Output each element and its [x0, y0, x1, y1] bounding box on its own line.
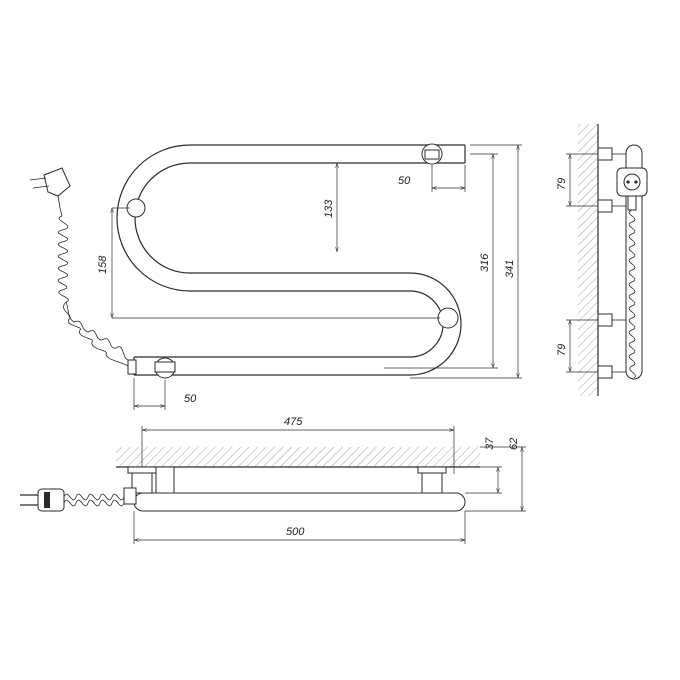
heater-cap [127, 359, 137, 375]
top-mount-center [155, 466, 175, 494]
side-flange-1 [597, 147, 613, 161]
dim-bend-gap-label: 133 [323, 199, 335, 218]
side-flange-4 [597, 365, 613, 379]
dim-height-outer-label: 341 [504, 260, 516, 278]
top-mount-right-flange [417, 466, 447, 474]
mount-flange-right [437, 307, 459, 329]
top-view: 475 500 37 [20, 416, 526, 544]
dim-depth-outer-label: 62 [508, 438, 520, 450]
side-coiled-cord [628, 209, 636, 379]
top-coiled-cord [63, 493, 125, 501]
mount-flange-top-clip [424, 149, 440, 160]
dim-depth-inner-label: 37 [484, 437, 496, 450]
power-plug-icon [29, 167, 71, 217]
s-pipe-inner [134, 162, 465, 376]
top-heater-connector [123, 487, 137, 505]
side-flange-2 [597, 199, 613, 213]
top-plug-icon [20, 488, 65, 512]
dim-height-inner-label: 316 [479, 253, 491, 272]
dim-mount-distance-label: 475 [284, 416, 303, 428]
side-flange-3 [597, 313, 613, 327]
front-view: 50 133 158 316 341 50 [29, 143, 522, 410]
dim-side-bottom-label: 79 [556, 344, 568, 356]
s-pipe-outer [116, 144, 465, 358]
side-wall-hatch [578, 124, 598, 396]
coiled-cord [57, 215, 129, 361]
dim-top-offset-label: 50 [398, 175, 411, 187]
dim-side-top-label: 79 [556, 178, 568, 190]
top-mount-left-flange [127, 466, 157, 474]
mount-flange-bottom-clip [154, 361, 176, 373]
side-view: 79 79 [556, 124, 648, 396]
dim-mount-spacing-label: 158 [97, 255, 109, 274]
dim-total-width-label: 500 [286, 526, 305, 538]
dim-bottom-offset-label: 50 [184, 393, 197, 405]
top-rail [133, 492, 466, 512]
top-wall-hatch [116, 447, 480, 467]
